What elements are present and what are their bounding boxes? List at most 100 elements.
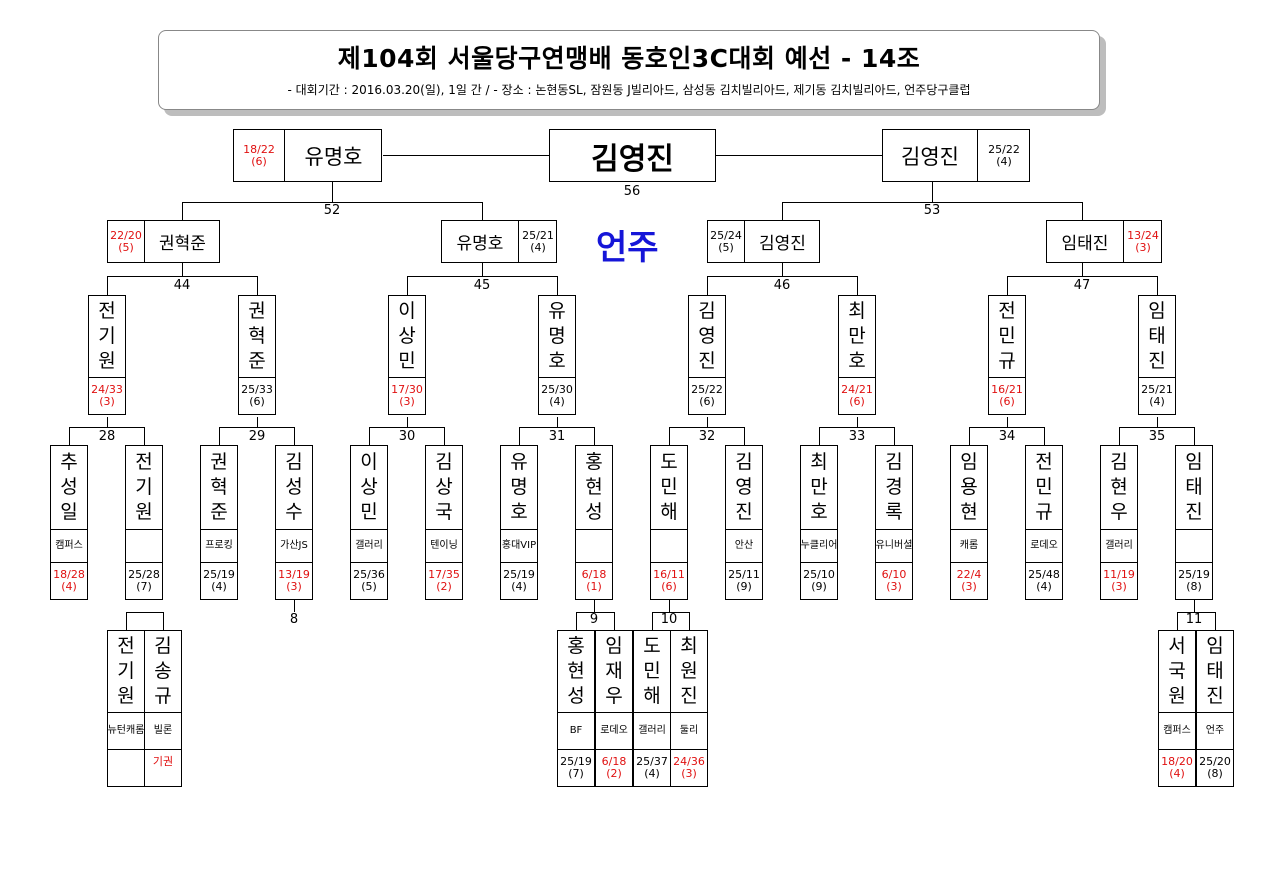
divider [350,529,388,530]
match-number: 47 [1073,278,1091,293]
r16-7-1-club [1175,529,1213,562]
quarter-3-0-score: 16/21 [991,383,1023,396]
quarter-3-0-card [988,295,1026,415]
final-left-name: 유명호 [304,144,363,169]
r16-2-0-name: 이 상 민 [360,450,378,523]
r16-3-1-score: 6/18 [581,568,607,581]
semi-1-right-name: 임태진 [1061,234,1109,254]
prelim-2-1-inning: (3) [681,767,697,780]
match-number: 10 [660,612,678,627]
divider [388,377,426,378]
divider [950,529,988,530]
divider [688,377,726,378]
prelim-0-0-card [107,630,145,787]
prelim-1-1-inning: (2) [606,767,622,780]
r16-1-1-score: 13/19 [278,568,310,581]
prelim-3-0-score: 18/20 [1161,755,1193,768]
divider [875,562,913,563]
quarter-0-1-card [238,295,276,415]
r16-6-0-club: 캐롬 [959,540,979,551]
prelim-2-0-club: 갤러리 [638,725,666,736]
prelim-0-0-club: 뉴턴캐롬 [107,725,145,736]
divider [650,529,688,530]
r16-4-0-club [650,529,688,562]
r16-7-1-name: 임 태 진 [1185,450,1203,523]
r16-6-1-card [1025,445,1063,600]
r16-7-1-inning: (8) [1186,580,1202,593]
r16-0-0-name: 추 성 일 [60,450,78,523]
divider [350,562,388,563]
r16-2-1-club: 텐이닝 [430,540,458,551]
prelim-1-0-name: 홍 현 성 [567,634,585,707]
divider [1138,377,1176,378]
r16-3-1-name: 홍 현 성 [585,450,603,523]
semi-0-left-score: 22/20 [110,228,142,242]
prelim-0-1-club: 빌론 [153,725,173,736]
prelim-0-1-card [144,630,182,787]
venue-label: 언주 [596,228,659,268]
semi-0-right-score: 25/21 [522,228,554,242]
divider [977,129,978,182]
divider [125,529,163,530]
divider [50,529,88,530]
divider [125,562,163,563]
r16-5-1-inning: (3) [886,580,902,593]
match-number: 56 [623,184,641,199]
divider [670,749,708,750]
divider [50,562,88,563]
divider [1100,562,1138,563]
r16-1-0-club: 프로킹 [205,540,233,551]
quarter-2-0-inning: (6) [699,395,715,408]
final-right-inning: (4) [996,154,1012,168]
semi-1-left-inning: (5) [718,240,734,254]
quarter-3-0-name: 전 민 규 [998,299,1016,372]
prelim-1-0-card [557,630,595,787]
r16-0-0-inning: (4) [61,580,77,593]
divider [538,377,576,378]
quarter-1-1-card [538,295,576,415]
r16-0-0-card [50,445,88,600]
r16-1-0-score: 25/19 [203,568,235,581]
r16-4-1-inning: (9) [736,580,752,593]
match-number: 28 [98,429,116,444]
r16-2-0-card [350,445,388,600]
r16-3-0-club: 홍대VIP [501,540,537,551]
final-right-name: 김영진 [901,144,959,169]
match-number: 34 [998,429,1016,444]
prelim-0-0-name: 전 기 원 [117,634,135,707]
divider [650,562,688,563]
quarter-2-0-card [688,295,726,415]
divider [425,562,463,563]
champion-name: 김영진 [591,141,674,177]
quarter-2-1-inning: (6) [849,395,865,408]
r16-5-0-score: 25/10 [803,568,835,581]
divider [144,220,145,263]
r16-7-0-club: 갤러리 [1105,540,1133,551]
divider [500,529,538,530]
r16-1-1-inning: (3) [286,580,302,593]
quarter-2-0-name: 김 영 진 [698,299,716,372]
divider [800,529,838,530]
divider [575,529,613,530]
r16-6-0-score: 22/4 [956,568,982,581]
r16-1-0-name: 권 혁 준 [210,450,228,523]
r16-5-0-club: 누클리어 [800,540,838,551]
r16-0-1-score: 25/28 [128,568,160,581]
r16-3-0-inning: (4) [511,580,527,593]
divider [575,562,613,563]
r16-5-0-card [800,445,838,600]
r16-3-1-card [575,445,613,600]
r16-0-1-card [125,445,163,600]
final-left-box [233,129,382,182]
divider [595,749,633,750]
divider [107,749,145,750]
prelim-1-1-club: 로데오 [600,725,628,736]
quarter-3-1-card [1138,295,1176,415]
divider [1196,712,1234,713]
divider [595,712,633,713]
match-number: 45 [473,278,491,293]
r16-4-0-card [650,445,688,600]
prelim-1-1-name: 임 재 우 [605,634,623,707]
divider [950,562,988,563]
